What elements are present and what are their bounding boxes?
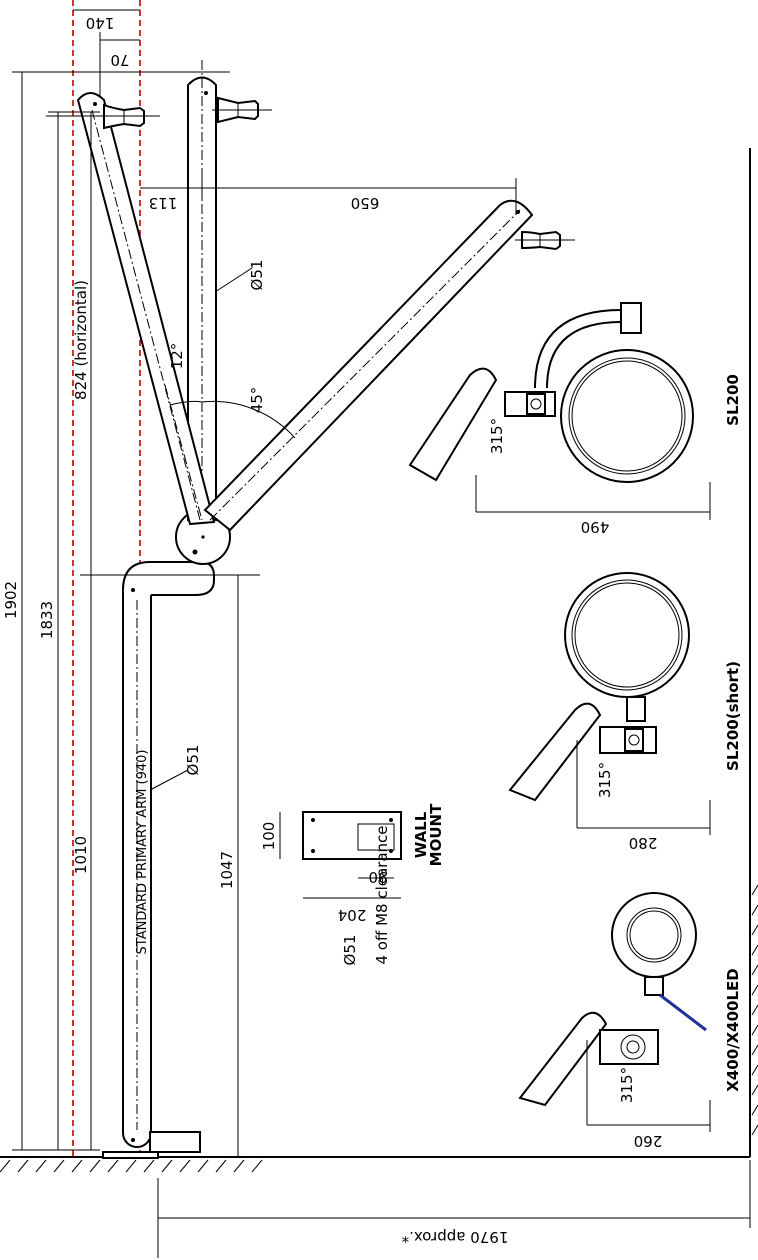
dimension-lines <box>12 9 751 1258</box>
dim-70: 70 <box>110 51 129 69</box>
x400-name: X400/X400LED <box>724 968 742 1092</box>
labels: 140 70 1902 1833 824 (horizontal) 1010 1… <box>2 14 742 1246</box>
upper-arm-12deg <box>46 92 216 526</box>
dim-824: 824 (horizontal) <box>72 280 90 400</box>
angle-12-label: 12° <box>168 343 186 370</box>
light-sl200-short <box>508 572 711 835</box>
light-sl200 <box>408 302 711 520</box>
right-wall <box>749 148 758 1157</box>
dia-upper-label: Ø51 <box>248 260 266 291</box>
dim-1970: 1970 approx.* <box>401 1228 508 1246</box>
light-x400 <box>518 892 711 1132</box>
dim-650: 650 <box>351 194 380 212</box>
mount-dia-label: Ø51 <box>341 935 359 966</box>
sl200-short-name: SL200(short) <box>724 661 742 771</box>
dim-204: 204 <box>338 906 367 924</box>
x400-rotation: 315° <box>618 1067 636 1103</box>
sl200-rotation: 315° <box>488 418 506 454</box>
angle-45-label: 45° <box>248 387 266 414</box>
wall-mount-plate <box>279 811 402 899</box>
dim-140: 140 <box>86 14 115 32</box>
dim-113: 113 <box>149 194 178 212</box>
x400-width: 260 <box>634 1132 663 1150</box>
primary-arm <box>102 561 215 1159</box>
mount-title-1: WALL <box>412 811 430 858</box>
sl200-name: SL200 <box>724 374 742 426</box>
sl200-short-width: 280 <box>629 834 658 852</box>
dim-100: 100 <box>260 822 278 851</box>
dia-lower-label: Ø51 <box>184 745 202 776</box>
angle-marks <box>164 384 296 521</box>
dim-1010: 1010 <box>72 836 90 874</box>
dim-1047: 1047 <box>218 851 236 889</box>
sl200-width: 490 <box>581 518 610 536</box>
primary-arm-label: STANDARD PRIMARY ARM (940) <box>135 750 150 955</box>
mount-title-2: MOUNT <box>427 803 445 866</box>
dim-90: 90 <box>368 868 387 886</box>
sl200-short-rotation: 315° <box>596 762 614 798</box>
mount-holes-label: 4 off M8 clearance <box>373 825 391 964</box>
upper-arm-45deg <box>203 199 575 532</box>
floor <box>0 1156 750 1173</box>
dim-1902: 1902 <box>2 581 20 619</box>
dim-1833: 1833 <box>38 601 56 639</box>
